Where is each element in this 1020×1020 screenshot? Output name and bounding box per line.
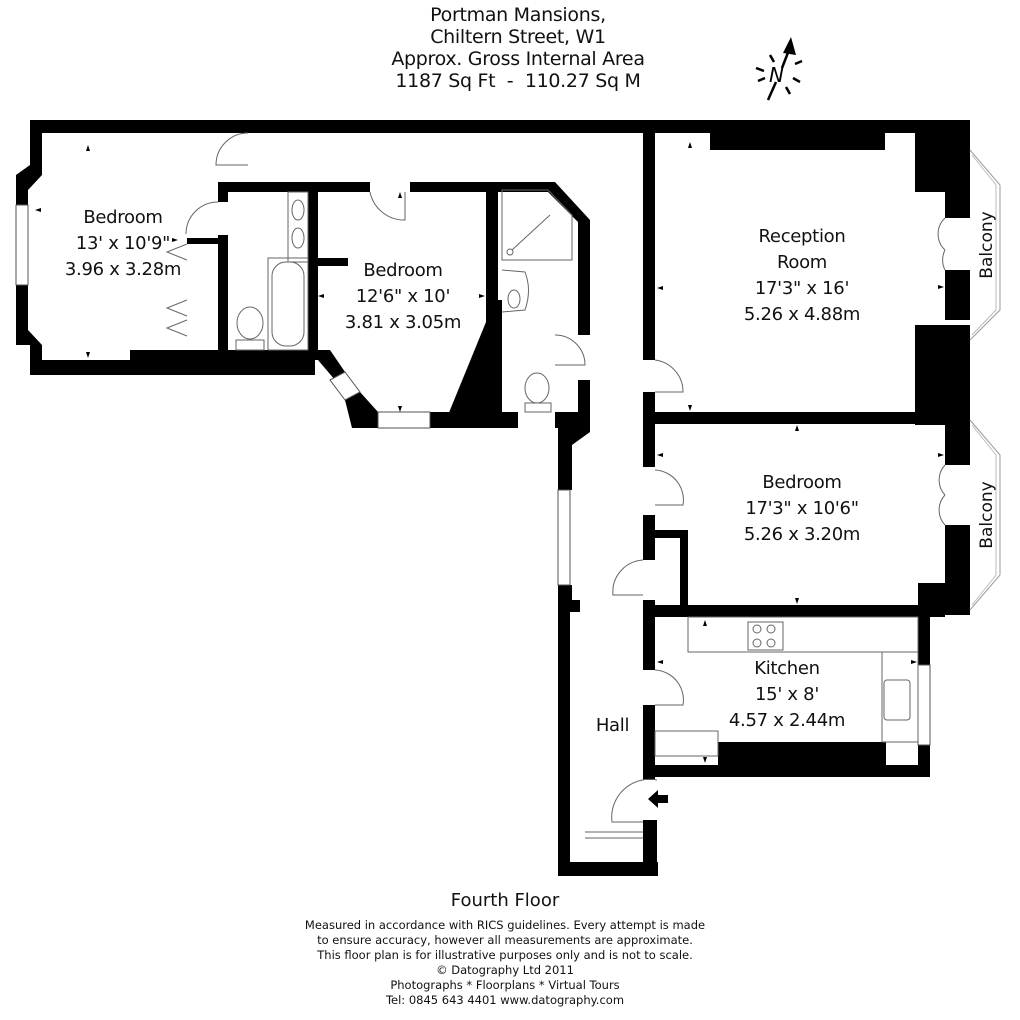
room-dimensions-imperial: 17'3" x 10'6" bbox=[745, 498, 859, 519]
disclaimer-line: to ensure accuracy, however all measurem… bbox=[317, 933, 693, 947]
room-dimensions-metric: 3.96 x 3.28m bbox=[64, 259, 182, 280]
room-dimensions-imperial: 15' x 8' bbox=[755, 684, 819, 705]
address-line-2: Chiltern Street, W1 bbox=[430, 26, 606, 48]
room-dimensions-imperial: 12'6" x 10' bbox=[355, 286, 451, 307]
services-line: Photographs * Floorplans * Virtual Tours bbox=[390, 978, 620, 992]
entrance-arrow-icon bbox=[648, 790, 668, 808]
room-bedroom-1: Bedroom 13' x 10'9" 3.96 x 3.28m bbox=[48, 205, 198, 283]
room-bedroom-3: Bedroom 17'3" x 10'6" 5.26 x 3.20m bbox=[722, 470, 882, 548]
room-name-line-2: Room bbox=[776, 252, 828, 273]
room-hall: Hall bbox=[585, 713, 640, 739]
address-line-1: Portman Mansions, bbox=[430, 4, 606, 26]
room-dimensions-metric: 3.81 x 3.05m bbox=[344, 312, 462, 333]
room-kitchen: Kitchen 15' x 8' 4.57 x 2.44m bbox=[712, 656, 862, 734]
room-dimensions-metric: 5.26 x 3.20m bbox=[743, 524, 861, 545]
room-name: Bedroom bbox=[83, 207, 163, 228]
room-name: Hall bbox=[595, 715, 630, 736]
room-name: Bedroom bbox=[762, 472, 842, 493]
room-dimensions-metric: 4.57 x 2.44m bbox=[728, 710, 846, 731]
copyright: © Datography Ltd 2011 bbox=[436, 963, 574, 977]
room-name: Kitchen bbox=[754, 658, 820, 679]
disclaimer-line: This floor plan is for illustrative purp… bbox=[317, 948, 693, 962]
room-dimensions-imperial: 13' x 10'9" bbox=[75, 233, 171, 254]
room-name: Bedroom bbox=[363, 260, 443, 281]
room-reception: Reception Room 17'3" x 16' 5.26 x 4.88m bbox=[722, 224, 882, 328]
disclaimer: Measured in accordance with RICS guideli… bbox=[0, 918, 1010, 1008]
disclaimer-line: Measured in accordance with RICS guideli… bbox=[304, 918, 706, 932]
room-dimensions-imperial: 17'3" x 16' bbox=[754, 278, 850, 299]
balcony-label-bedroom: Balcony bbox=[977, 481, 997, 549]
room-name: Reception bbox=[758, 226, 846, 247]
floor-title: Fourth Floor bbox=[450, 890, 560, 911]
svg-text:N: N bbox=[769, 63, 784, 87]
plan-header: Portman Mansions, Chiltern Street, W1 Ap… bbox=[0, 4, 1020, 92]
room-dimensions-metric: 5.26 x 4.88m bbox=[743, 304, 861, 325]
area-value: 1187 Sq Ft - 110.27 Sq M bbox=[395, 70, 641, 92]
area-caption: Approx. Gross Internal Area bbox=[391, 48, 645, 70]
contact-line: Tel: 0845 643 4401 www.datography.com bbox=[385, 993, 625, 1007]
balcony-label-reception: Balcony bbox=[977, 211, 997, 279]
room-bedroom-2: Bedroom 12'6" x 10' 3.81 x 3.05m bbox=[328, 258, 478, 336]
